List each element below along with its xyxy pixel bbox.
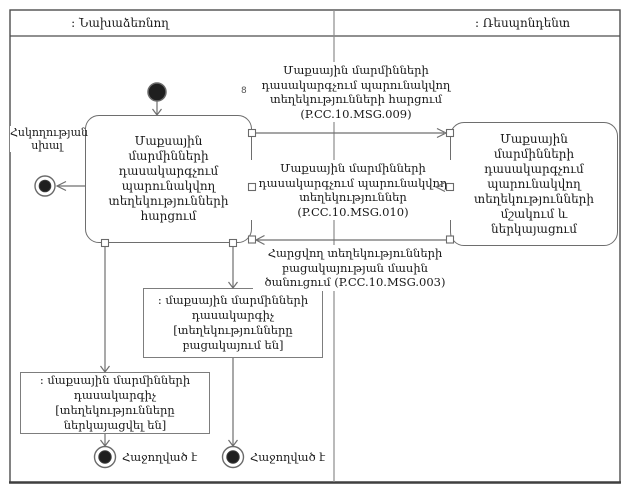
arrowhead-msg003-left	[254, 234, 265, 246]
final-node-error	[34, 175, 56, 197]
activity-process-info: Մաքսային մարմինների դասակարգչում պարունա…	[450, 122, 618, 246]
arrowhead-into-error-node	[55, 180, 67, 192]
note-marker: 8	[241, 86, 247, 96]
message-label-msg003: Հարցվող տեղեկությունների բացակայության մ…	[253, 245, 457, 291]
lane-header-initiator: : Նախաձեռնող	[71, 16, 169, 30]
object-classifier-presented: : մաքսային մարմինների դասակարգիչ [տեղեկո…	[20, 372, 210, 434]
arrowhead-into-final-middle	[228, 439, 238, 447]
initial-node	[147, 82, 167, 102]
arrowhead-into-final-left	[100, 439, 110, 447]
message-label-msg009: Մաքսային մարմինների դասակարգչում պարունա…	[252, 62, 460, 122]
final-node-success-middle	[221, 445, 245, 469]
control-error-label: Հսկողության սխալ	[10, 126, 89, 152]
object-classifier-missing: : մաքսային մարմինների դասակարգիչ [տեղեկո…	[143, 288, 323, 358]
lane-header-responder: : Ռեսպոնդենտ	[474, 16, 571, 30]
message-label-msg010: Մաքսային մարմինների դասակարգչում պարունա…	[251, 160, 455, 220]
success-label-middle: Հաջողված է	[250, 450, 326, 464]
activity-request-info: Մաքսային մարմինների դասակարգչում պարունա…	[85, 115, 252, 243]
arrowhead-msg009-right	[436, 127, 448, 139]
final-node-success-left	[93, 445, 117, 469]
success-label-left: Հաջողված է	[122, 450, 198, 464]
